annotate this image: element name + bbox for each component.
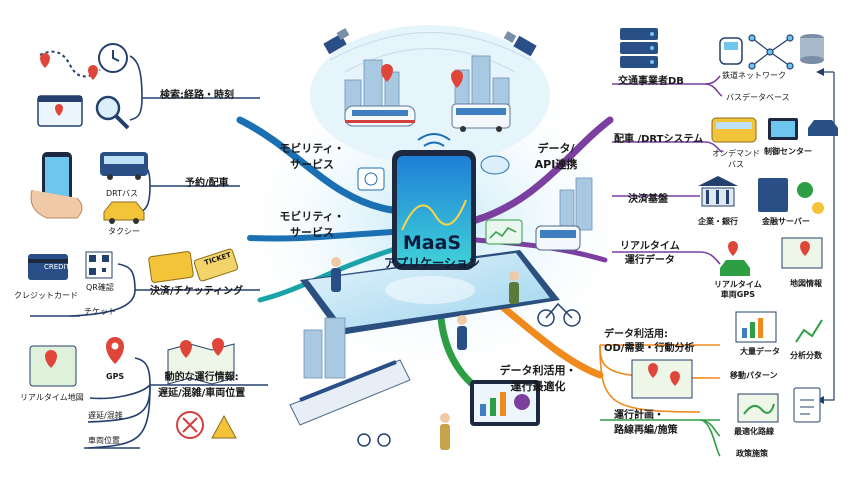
center-subtitle: アプリケーション [384,256,480,270]
car-icon [808,120,838,136]
label-rail-network: 鉄道ネットワーク [722,71,786,80]
qr-code-icon [85,251,113,279]
label-data-use: データ利活用: OD/需要・行動分析 [604,329,695,354]
transit-map-icon [167,338,235,385]
clock-icon [98,43,128,73]
satellite-right-icon [503,31,537,57]
main-phone-base [300,250,560,335]
database-icon [800,34,824,64]
control-monitor-icon [768,118,798,140]
label-map-info: 地図情報 [790,279,822,288]
label-bus-db: バスデータベース [726,93,790,102]
bar-chart-icon [735,311,777,343]
hub-data-api: データ/ API連携 [534,142,578,171]
network-graph-icon [748,34,794,70]
finance-server-icon [758,178,824,214]
credit-card-icon [28,254,68,280]
location-pin-icon [381,64,463,88]
center-title: MaaS [402,232,462,254]
label-vehicle-gps: リアルタイム 車両GPS [714,280,762,299]
bottom-train-icon [289,359,411,426]
smartphone-map-icon [29,345,77,387]
label-qr: QR確認 [86,283,114,292]
globe-card-icon [357,167,385,191]
label-bank: 企業・銀行 [698,217,738,226]
optimized-route-icon [737,393,779,423]
chart-card-icon [485,219,523,245]
label-route-optimized: 最適化路線 [734,427,774,436]
main-phone [392,150,476,270]
server-rack-icon [620,28,658,68]
smartphone-hand-icon [30,152,83,219]
label-big-data: 大量データ [740,347,780,356]
label-control-center: 制御センター [764,147,812,156]
label-analysis: 分析分数 [790,351,822,360]
label-dispatch: 配車 /DRTシステム [614,134,704,145]
label-planning: 運行計画・ 路線再編/施策 [614,410,678,436]
tablet-dashboard-icon [470,380,540,426]
label-credit-card: クレジットカード [14,291,78,300]
satellite-left-icon [323,28,350,55]
label-realtime-map: リアルタイム地図 [20,393,84,402]
label-ops-info: 動的な運行情報: 遅延/混雑/車両位置 [158,372,246,399]
label-on-demand-bus: オンデマンド バス [712,149,760,169]
bottom-city-icon [303,177,593,379]
cloud-icon [480,155,510,175]
gps-pin-icon [106,337,124,364]
taxi-icon [103,201,145,224]
right-connectors-upper [612,75,723,265]
on-demand-bus-icon [711,117,757,143]
analysis-map-icon [631,359,693,399]
realtime-gps-car-icon [720,241,750,276]
label-gps: GPS [106,372,125,381]
label-finance-server: 金融サーバー [762,217,810,226]
label-realtime-data: リアルタイム 運行データ [620,241,680,266]
bank-icon [698,176,738,207]
cyclist-icon [357,302,581,447]
card-sign: CREDIT [44,263,70,271]
route-map-icon [39,50,101,80]
flow-mobility-mid [247,229,395,242]
label-policy: 政策施策 [736,449,768,458]
hub-mobility-mid: モビリティ・ サービス [279,210,345,239]
label-taxi: タクシー [108,227,140,236]
right-feedback-arrows [824,71,835,401]
label-payment: 決済/チケッティング [150,286,244,297]
label-settlement: 決済基盤 [628,194,668,205]
map-info-icon [781,237,823,269]
browser-map-icon [37,95,83,127]
right-bus-icon [535,225,581,251]
flow-mobility-top [236,116,396,214]
label-vehicle-position: 車両位置 [88,436,120,445]
magnifier-icon [95,95,130,130]
hub-data-optimization: データ利活用・ 運行最適化 [499,364,577,393]
rail-icon [719,37,743,65]
payment-cards-icon [148,248,239,283]
label-ticket: チケット [84,307,116,316]
right-connectors-green [600,419,721,457]
person-icon [331,257,519,450]
trend-chart-icon [795,319,823,343]
hub-mobility-top: モビリティ・ サービス [279,142,345,171]
train-icon [344,105,416,127]
clipboard-icon [793,387,821,423]
label-search: 検索:経路・時刻 [160,90,234,101]
label-operator-db: 交通事業者DB [618,76,684,87]
arrow-head-top [816,68,824,76]
label-drt-bus: DRTバス [106,189,139,198]
warning-icon [176,411,237,439]
wifi-icon [417,133,451,147]
drt-bus-icon [100,152,148,180]
label-delay: 遅延/混雑 [88,411,123,420]
label-booking: 予約/配車 [185,178,229,189]
bus-icon [451,103,511,132]
flow-data-api [472,116,614,224]
label-movement: 移動パターン [730,371,778,380]
